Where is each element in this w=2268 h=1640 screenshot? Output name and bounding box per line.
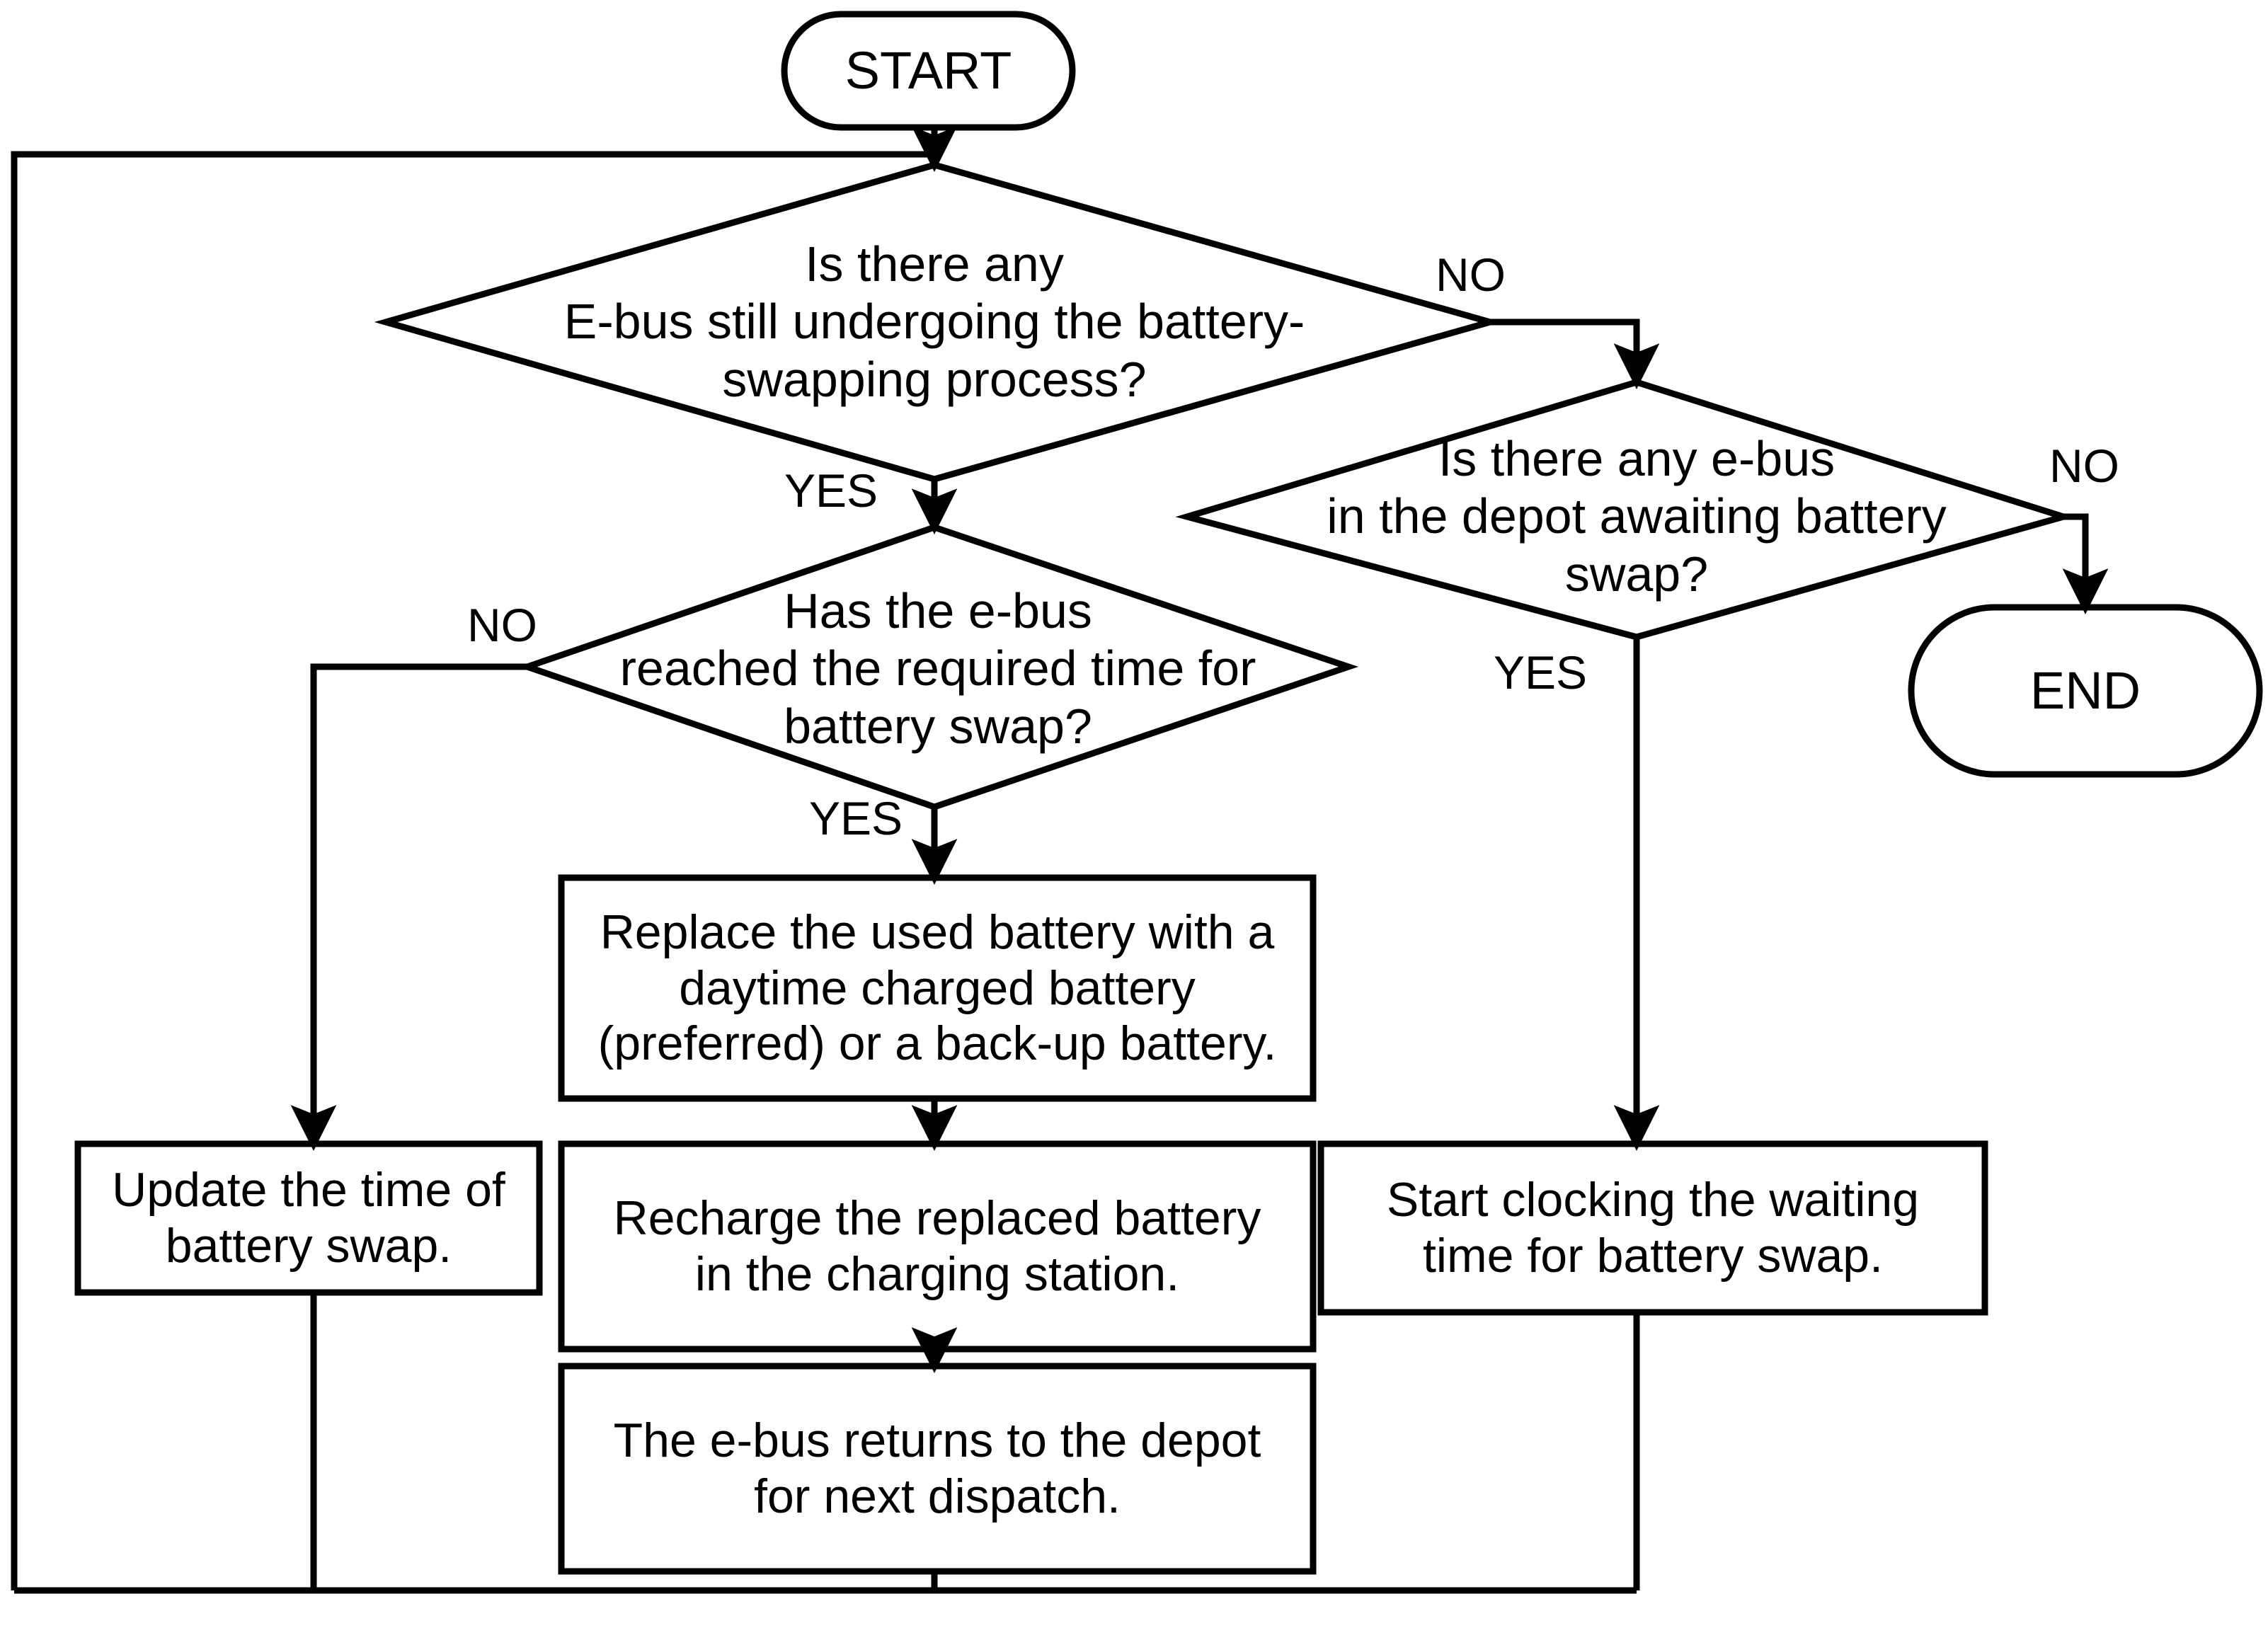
process-recharge-shape — [558, 1140, 1317, 1353]
edge-label-swapping-no: NO — [1436, 248, 1506, 301]
process-return-shape — [558, 1363, 1317, 1575]
process-replace-shape — [558, 874, 1317, 1102]
decision-awaiting-shape — [1175, 379, 2075, 641]
feedback-left-rail — [11, 151, 934, 1590]
edge-awaiting-no-to-end — [2062, 513, 2109, 614]
edge-label-required-time-no: NO — [467, 599, 537, 651]
edge-swapping-no-to-awaiting — [1490, 319, 1660, 389]
process-update-shape — [74, 1140, 543, 1296]
edge-required-time-no-to-update — [290, 663, 527, 1151]
edge-label-swapping-yes: YES — [784, 464, 878, 517]
start-terminator-shape — [781, 11, 1076, 131]
edge-label-awaiting-yes: YES — [1494, 646, 1588, 699]
process-clock-shape — [1317, 1140, 1988, 1316]
end-terminator-shape — [1908, 604, 2263, 778]
decision-swapping-shape — [374, 161, 1502, 483]
edge-label-required-time-yes: YES — [809, 792, 903, 844]
decision-required-time-shape — [517, 524, 1359, 810]
edge-label-awaiting-no: NO — [2049, 440, 2119, 492]
